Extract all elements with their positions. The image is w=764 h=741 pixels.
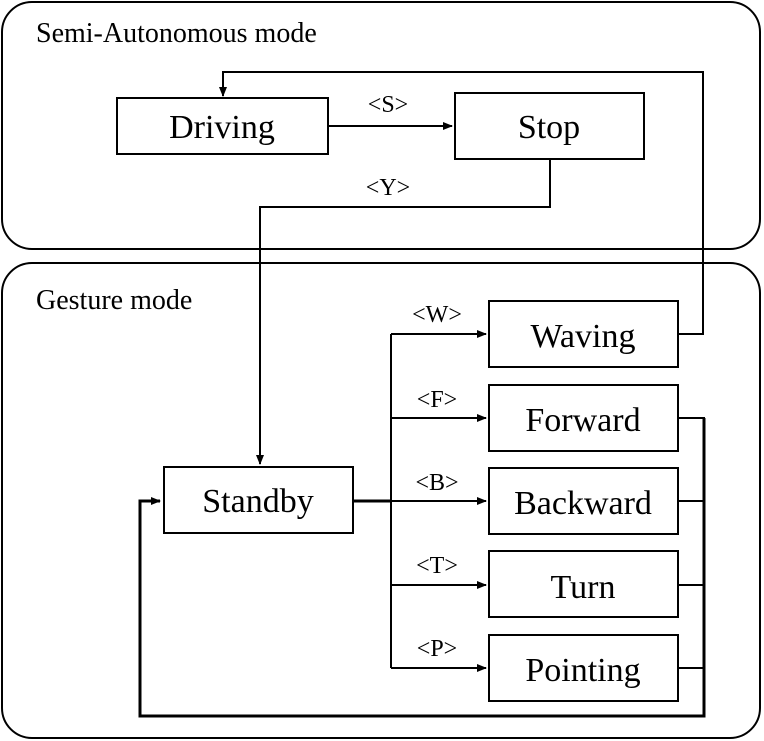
state-turn-label: Turn [551,569,616,606]
semi-autonomous-frame [1,1,761,250]
state-turn: Turn [488,550,679,618]
state-driving-box [116,97,329,155]
edges [138,71,706,718]
state-backward-box [488,467,679,535]
edge-stop-to-standby [256,160,551,465]
state-waving-box [488,300,679,368]
state-standby-box [163,466,354,534]
state-waving: Waving [488,300,679,368]
state-pointing-box [488,634,679,702]
state-forward-box [488,384,679,452]
state-waving-label: Waving [531,318,636,355]
transition-labels: <S> <Y> <W> <F> <B> <T> <P> [366,92,462,662]
edge-waving-to-driving [219,71,704,335]
state-standby: Standby [163,466,354,534]
gesture-title: Gesture mode [36,285,192,316]
state-backward-label: Backward [514,485,652,522]
transition-label-t: <T> [416,553,458,579]
transition-label-f: <F> [417,387,457,413]
state-turn-box [488,550,679,618]
state-pointing: Pointing [488,634,679,702]
semi-autonomous-mode-group: Semi-Autonomous mode [1,1,761,250]
state-pointing-label: Pointing [525,652,640,689]
state-stop-label: Stop [518,109,580,146]
state-driving: Driving [116,97,329,155]
state-forward-label: Forward [525,402,640,439]
state-standby-label: Standby [202,483,313,520]
edge-return-to-standby [138,418,706,718]
state-stop: Stop [454,92,645,160]
transition-label-p: <P> [417,636,457,662]
transition-label-w: <W> [412,302,462,328]
state-driving-label: Driving [169,109,275,146]
semi-autonomous-title: Semi-Autonomous mode [36,18,317,49]
transition-label-s: <S> [368,92,408,118]
state-stop-box [454,92,645,160]
state-forward: Forward [488,384,679,452]
state-backward: Backward [488,467,679,535]
gesture-frame [1,262,761,739]
transition-label-b: <B> [415,470,458,496]
transition-label-y: <Y> [366,175,410,201]
gesture-mode-group: Gesture mode [1,262,761,739]
